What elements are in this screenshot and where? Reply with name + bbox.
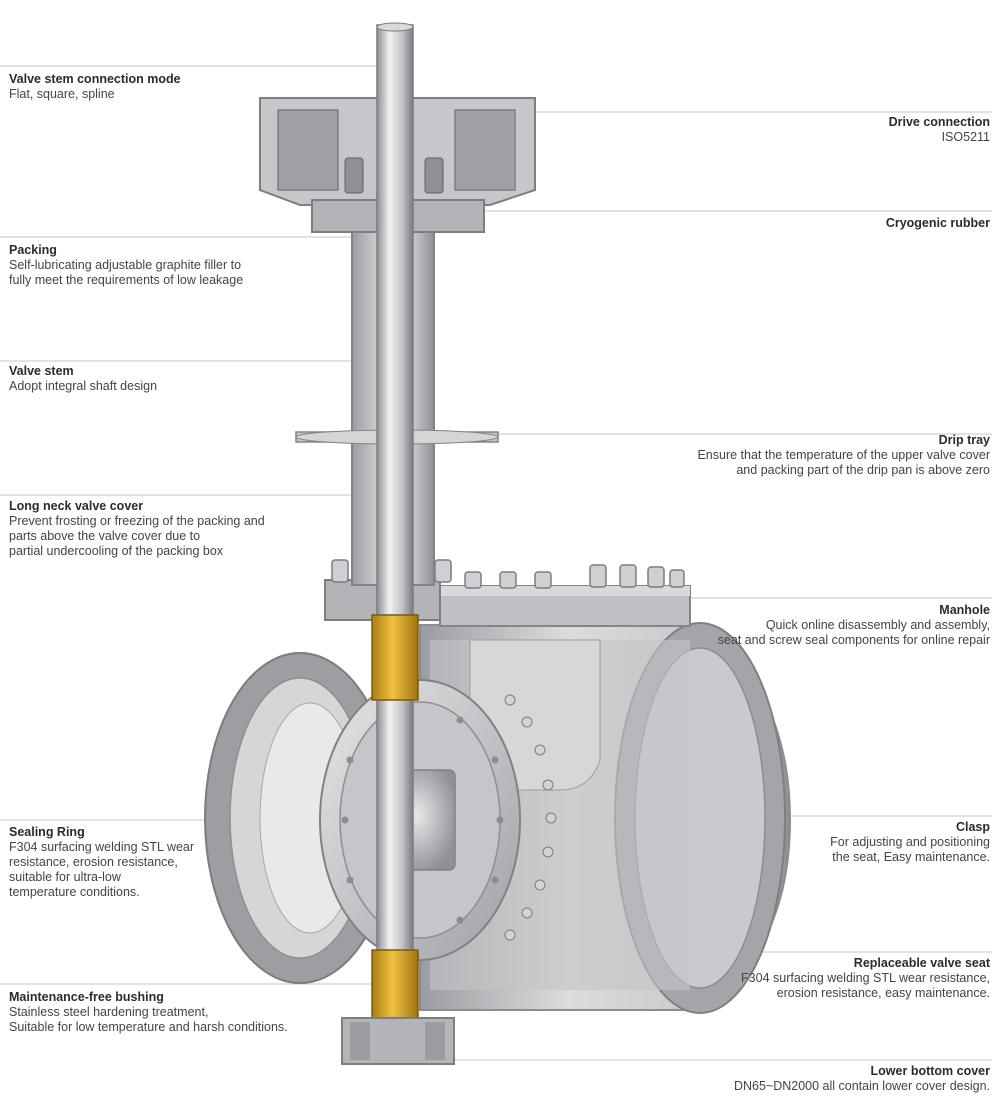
- valve-illustration: [204, 22, 792, 1065]
- callout-title: Long neck valve cover: [9, 499, 144, 513]
- callout-title: Maintenance-free bushing: [9, 990, 164, 1004]
- callout-title: Cryogenic rubber: [885, 216, 990, 230]
- callout-title: Drip tray: [938, 433, 990, 447]
- callout-packing: Packing Self-lubricating adjustable grap…: [9, 243, 339, 288]
- callout-title: Lower bottom cover: [870, 1064, 990, 1078]
- callout-title: Drive connection: [888, 115, 990, 129]
- callout-lower-cover: Lower bottom cover DN65~DN2000 all conta…: [670, 1064, 990, 1094]
- callout-desc-line: Quick online disassembly and assembly,: [765, 618, 990, 632]
- callout-clasp: Clasp For adjusting and positioning the …: [760, 820, 990, 865]
- callout-desc-line: Ensure that the temperature of the upper…: [697, 448, 990, 462]
- callout-desc-line: For adjusting and positioning: [830, 835, 990, 849]
- callout-desc-line: parts above the valve cover due to: [9, 529, 201, 543]
- callout-desc-line: the seat, Easy maintenance.: [832, 850, 990, 864]
- callout-desc-line: Flat, square, spline: [9, 87, 115, 101]
- callout-bushing: Maintenance-free bushing Stainless steel…: [9, 990, 349, 1035]
- callout-stem-connection: Valve stem connection mode Flat, square,…: [9, 72, 339, 102]
- callout-title: Packing: [9, 243, 57, 257]
- callout-desc-line: and packing part of the drip pan is abov…: [736, 463, 990, 477]
- callout-desc-line: erosion resistance, easy maintenance.: [776, 986, 990, 1000]
- callout-desc-line: Stainless steel hardening treatment,: [9, 1005, 209, 1019]
- callout-desc-line: Prevent frosting or freezing of the pack…: [9, 514, 265, 528]
- callout-desc-line: ISO5211: [941, 130, 990, 144]
- callout-desc-line: fully meet the requirements of low leaka…: [9, 273, 244, 287]
- callout-desc-line: suitable for ultra-low: [9, 870, 121, 884]
- callout-desc-line: Adopt integral shaft design: [9, 379, 158, 393]
- callout-desc-line: seat and screw seal components for onlin…: [717, 633, 990, 647]
- upper-bushing: [371, 614, 419, 701]
- clasp-bolts: [504, 694, 557, 941]
- callout-desc-line: DN65~DN2000 all contain lower cover desi…: [733, 1079, 990, 1093]
- callout-title: Clasp: [955, 820, 990, 834]
- callout-sealing-ring: Sealing Ring F304 surfacing welding STL …: [9, 825, 239, 900]
- callout-desc-line: Self-lubricating adjustable graphite fil…: [9, 258, 242, 272]
- callout-drip-tray: Drip tray Ensure that the temperature of…: [650, 433, 990, 478]
- callout-valve-stem: Valve stem Adopt integral shaft design: [9, 364, 339, 394]
- callout-title: Replaceable valve seat: [853, 956, 990, 970]
- callout-title: Valve stem connection mode: [9, 72, 181, 86]
- callout-manhole: Manhole Quick online disassembly and ass…: [670, 603, 990, 648]
- callout-title: Valve stem: [9, 364, 74, 378]
- callout-desc-line: partial undercooling of the packing box: [9, 544, 224, 558]
- callout-desc-line: resistance, erosion resistance,: [9, 855, 178, 869]
- callout-title: Manhole: [939, 603, 990, 617]
- bracket-bolts: [344, 157, 444, 194]
- callout-desc-line: temperature conditions.: [9, 885, 140, 899]
- lower-bushing: [371, 949, 419, 1021]
- callout-title: Sealing Ring: [9, 825, 85, 839]
- manhole-bolts: [464, 564, 685, 589]
- callout-desc-line: Suitable for low temperature and harsh c…: [9, 1020, 288, 1034]
- callout-drive-connection: Drive connection ISO5211: [660, 115, 990, 145]
- callout-cryogenic-rubber: Cryogenic rubber: [660, 216, 990, 231]
- callout-long-neck: Long neck valve cover Prevent frosting o…: [9, 499, 339, 559]
- valve-stem: [376, 24, 414, 1046]
- callout-desc-line: F304 surfacing welding STL wear resistan…: [741, 971, 990, 985]
- callout-replaceable-seat: Replaceable valve seat F304 surfacing we…: [690, 956, 990, 1001]
- callout-desc-line: F304 surfacing welding STL wear: [9, 840, 195, 854]
